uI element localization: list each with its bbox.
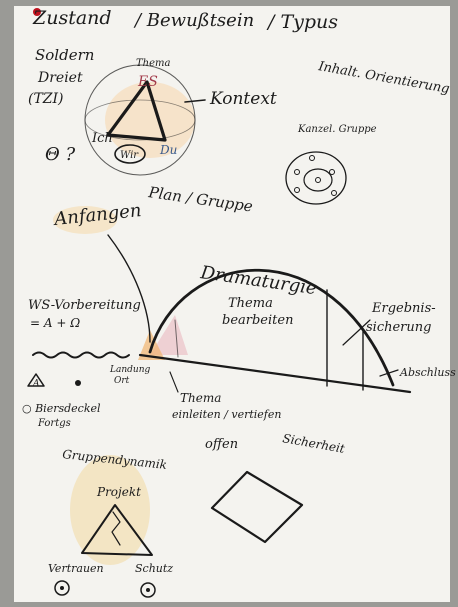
kanzel-dot-1 xyxy=(310,156,315,161)
tzi-label-year: (TZI) xyxy=(28,91,64,107)
kanzel-dot-5 xyxy=(332,191,337,196)
thema-bearbeiten-1: Thema xyxy=(228,296,273,311)
schutz-label: Schutz xyxy=(135,562,173,575)
vertex-wir: Wir xyxy=(120,150,139,161)
planung-label: Plan / Gruppe xyxy=(146,183,254,216)
kanzel-dot-2 xyxy=(295,170,300,175)
vertex-du: Du xyxy=(159,143,177,157)
kanzel-dot-3 xyxy=(330,170,335,175)
icon-a-label: A xyxy=(32,379,40,389)
side-mark: Θ ? xyxy=(45,144,75,165)
vertex-ich: Ich xyxy=(91,131,113,146)
bier-1: ○ Biersdeckel xyxy=(22,402,101,415)
anfangen-pointer-line xyxy=(108,235,150,342)
sicherheit-diamond xyxy=(212,472,302,542)
ws-vorbereitung-1: WS-Vorbereitung xyxy=(28,298,141,313)
tzi-label-line2: Dreiet xyxy=(37,70,83,86)
header-zustand: Zustand xyxy=(32,7,112,29)
tzi-label-line1: Soldern xyxy=(35,46,94,64)
kontext-label: Kontext xyxy=(209,89,277,109)
abschluss-label: Abschluss xyxy=(399,366,456,379)
thema-einleiten-2: einleiten / vertiefen xyxy=(172,408,281,421)
kanzel-inner-circle xyxy=(304,169,332,191)
ergebnis-2: sicherung xyxy=(366,320,431,335)
wavy-line xyxy=(33,353,129,358)
sicherheit-label: Sicherheit xyxy=(281,431,345,456)
bier-2: Fortgs xyxy=(37,418,71,429)
ergebnis-1: Ergebnis- xyxy=(371,301,436,316)
ws-vorbereitung-2: = A + Ω xyxy=(30,316,80,330)
projekt-label: Projekt xyxy=(96,485,141,499)
landing-label: Landung xyxy=(109,365,150,375)
vertex-thema-tag: Thema xyxy=(136,58,171,69)
header-bewusstsein: / Bewußtsein xyxy=(133,10,254,31)
yellow-wash-bottom xyxy=(70,455,150,565)
thema-bearbeiten-2: bearbeiten xyxy=(222,313,293,328)
thema-einleiten-1: Thema xyxy=(180,391,221,405)
small-dot xyxy=(75,380,81,386)
header-typus: / Typus xyxy=(266,11,338,33)
dramaturgie-label: Dramaturgie xyxy=(198,262,318,299)
vertrauen-target-dot xyxy=(60,586,64,590)
offen-label: offen xyxy=(205,437,238,452)
landing-sub: Ort xyxy=(114,376,130,386)
kanzel-dot-6 xyxy=(316,178,321,183)
header-inhalt-orientierung: Inhalt. Orientierung xyxy=(316,59,450,97)
schutz-target-dot xyxy=(146,588,150,592)
vertex-es: ES xyxy=(137,74,158,90)
timeline-baseline xyxy=(140,355,410,392)
vertrauen-label: Vertrauen xyxy=(48,562,104,575)
kanzel-label: Kanzel. Gruppe xyxy=(297,124,377,135)
thema-pointer xyxy=(170,372,178,392)
kanzel-dot-4 xyxy=(295,188,300,193)
